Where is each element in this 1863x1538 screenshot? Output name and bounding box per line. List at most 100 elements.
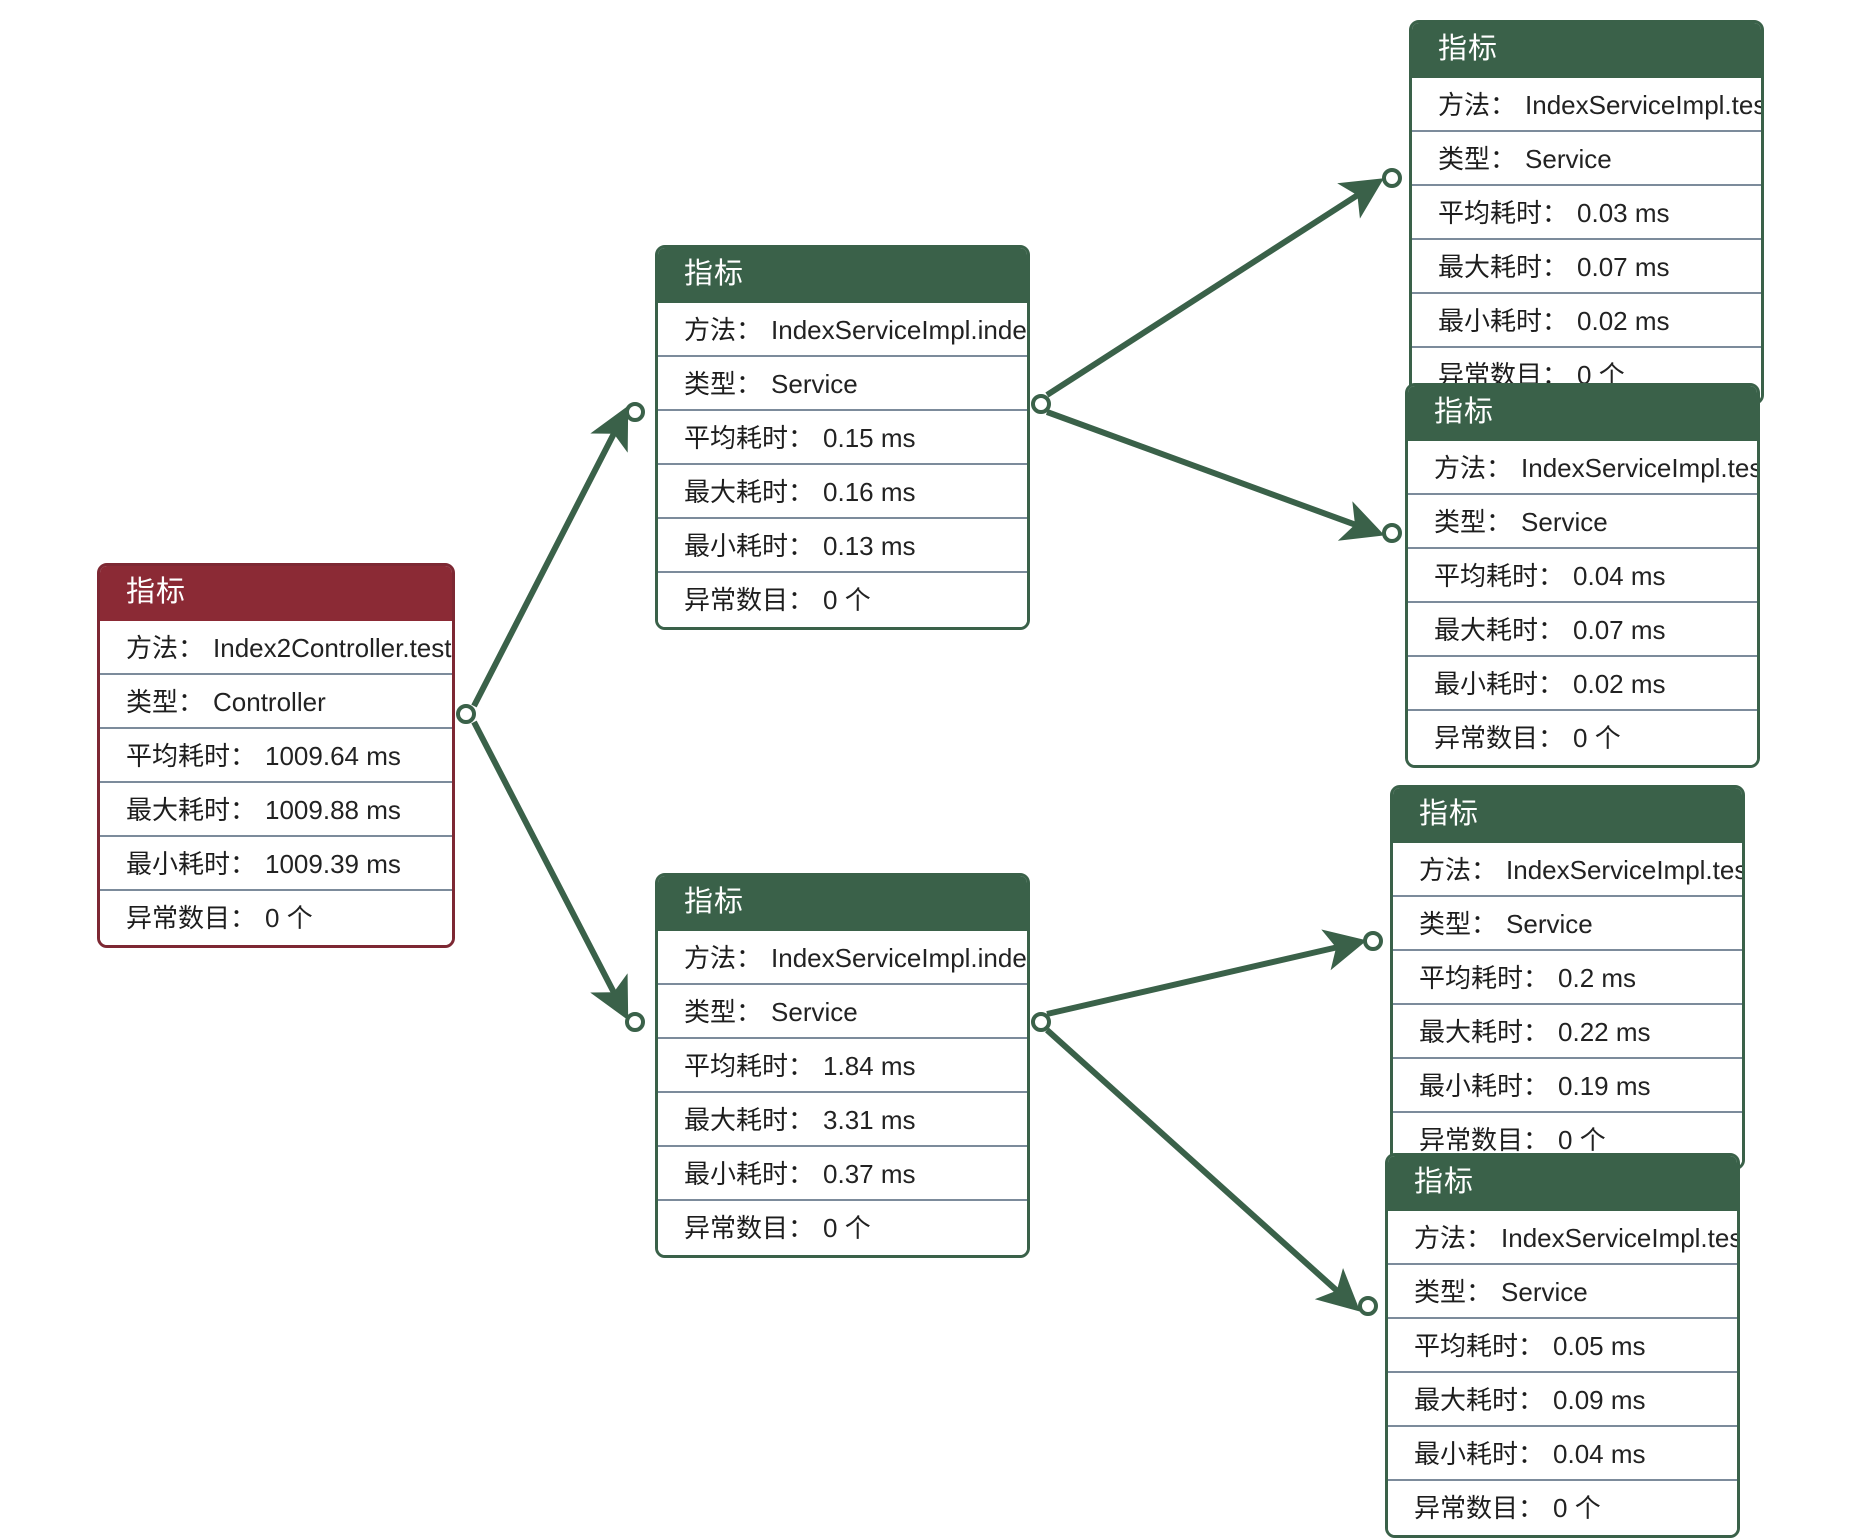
port-test2-in[interactable]: [1363, 931, 1383, 951]
node-controller-row-max: 最大耗时： 1009.88 ms: [100, 781, 452, 835]
edge-index1-to-test2: [1046, 929, 1367, 1017]
value-method: IndexServiceImpl.test1: [1501, 1223, 1740, 1253]
value-exceptions: 0 个: [823, 585, 871, 615]
node-test2-row-type: 类型： Service: [1393, 895, 1742, 949]
node-controller-row-exceptions: 异常数目： 0 个: [100, 889, 452, 943]
node-test1-row-avg: 平均耗时： 0.05 ms: [1388, 1317, 1737, 1371]
value-method: IndexServiceImpl.test4: [1525, 90, 1764, 120]
value-method: Index2Controller.test1: [213, 633, 455, 663]
label-type: 类型：: [684, 369, 763, 399]
value-type: Service: [1525, 144, 1612, 174]
value-exceptions: 0 个: [1573, 723, 1621, 753]
label-min: 最小耗时：: [126, 849, 257, 879]
value-method: IndexServiceImpl.test3: [1521, 453, 1760, 483]
node-index2-row-method: 方法： IndexServiceImpl.index2: [658, 303, 1027, 355]
value-max: 0.09 ms: [1553, 1385, 1646, 1415]
value-min: 0.37 ms: [823, 1159, 916, 1189]
node-index2-title: 指标: [658, 248, 1027, 303]
port-test4-in[interactable]: [1382, 168, 1402, 188]
node-index1[interactable]: 指标 方法： IndexServiceImpl.index1 类型： Servi…: [655, 873, 1030, 1258]
label-method: 方法：: [1434, 453, 1513, 483]
node-test2-row-exceptions: 异常数目： 0 个: [1393, 1111, 1742, 1165]
node-index2-body: 方法： IndexServiceImpl.index2 类型： Service …: [658, 303, 1027, 627]
edge-index2-to-test4: [1045, 178, 1384, 398]
port-index2-out[interactable]: [1031, 394, 1051, 414]
label-type: 类型：: [1434, 507, 1513, 537]
value-avg: 0.04 ms: [1573, 561, 1666, 591]
value-method: IndexServiceImpl.test2: [1506, 855, 1745, 885]
value-max: 0.22 ms: [1558, 1017, 1651, 1047]
label-avg: 平均耗时：: [1434, 561, 1565, 591]
label-avg: 平均耗时：: [1419, 963, 1550, 993]
node-controller-row-type: 类型： Controller: [100, 673, 452, 727]
node-test4-row-min: 最小耗时： 0.02 ms: [1412, 292, 1761, 346]
node-test2-row-avg: 平均耗时： 0.2 ms: [1393, 949, 1742, 1003]
node-test1-row-exceptions: 异常数目： 0 个: [1388, 1479, 1737, 1533]
value-max: 0.07 ms: [1573, 615, 1666, 645]
label-avg: 平均耗时：: [684, 1051, 815, 1081]
node-test4-body: 方法： IndexServiceImpl.test4 类型： Service 平…: [1412, 78, 1761, 402]
label-max: 最大耗时：: [1434, 615, 1565, 645]
label-exceptions: 异常数目：: [1414, 1493, 1545, 1523]
label-type: 类型：: [1419, 909, 1498, 939]
value-exceptions: 0 个: [1558, 1125, 1606, 1155]
node-controller-row-avg: 平均耗时： 1009.64 ms: [100, 727, 452, 781]
node-test1-row-min: 最小耗时： 0.04 ms: [1388, 1425, 1737, 1479]
label-min: 最小耗时：: [1434, 669, 1565, 699]
node-test2[interactable]: 指标 方法： IndexServiceImpl.test2 类型： Servic…: [1390, 785, 1745, 1170]
node-controller[interactable]: 指标 方法： Index2Controller.test1 类型： Contro…: [97, 563, 455, 948]
label-avg: 平均耗时：: [1438, 198, 1569, 228]
node-test1-row-method: 方法： IndexServiceImpl.test1: [1388, 1211, 1737, 1263]
node-test3[interactable]: 指标 方法： IndexServiceImpl.test3 类型： Servic…: [1405, 383, 1760, 768]
node-index1-row-exceptions: 异常数目： 0 个: [658, 1199, 1027, 1253]
port-index1-out[interactable]: [1031, 1012, 1051, 1032]
value-min: 1009.39 ms: [265, 849, 401, 879]
value-method: IndexServiceImpl.index1: [771, 943, 1030, 973]
port-test3-in[interactable]: [1382, 523, 1402, 543]
node-test1-row-max: 最大耗时： 0.09 ms: [1388, 1371, 1737, 1425]
label-min: 最小耗时：: [684, 531, 815, 561]
port-controller-out[interactable]: [456, 704, 476, 724]
node-test4-row-max: 最大耗时： 0.07 ms: [1412, 238, 1761, 292]
value-type: Service: [771, 369, 858, 399]
node-test2-row-method: 方法： IndexServiceImpl.test2: [1393, 843, 1742, 895]
node-controller-title: 指标: [100, 566, 452, 621]
node-index2-row-min: 最小耗时： 0.13 ms: [658, 517, 1027, 571]
value-exceptions: 0 个: [1553, 1493, 1601, 1523]
node-test4-row-method: 方法： IndexServiceImpl.test4: [1412, 78, 1761, 130]
node-index1-body: 方法： IndexServiceImpl.index1 类型： Service …: [658, 931, 1027, 1255]
node-test2-row-max: 最大耗时： 0.22 ms: [1393, 1003, 1742, 1057]
value-type: Service: [1521, 507, 1608, 537]
port-test1-in[interactable]: [1358, 1296, 1378, 1316]
node-index1-row-max: 最大耗时： 3.31 ms: [658, 1091, 1027, 1145]
value-method: IndexServiceImpl.index2: [771, 315, 1030, 345]
node-test3-row-type: 类型： Service: [1408, 493, 1757, 547]
value-avg: 0.2 ms: [1558, 963, 1637, 993]
label-avg: 平均耗时：: [1414, 1331, 1545, 1361]
label-avg: 平均耗时：: [126, 741, 257, 771]
node-test4[interactable]: 指标 方法： IndexServiceImpl.test4 类型： Servic…: [1409, 20, 1764, 405]
label-min: 最小耗时：: [1419, 1071, 1550, 1101]
value-exceptions: 0 个: [265, 903, 313, 933]
node-test1-body: 方法： IndexServiceImpl.test1 类型： Service 平…: [1388, 1211, 1737, 1535]
label-min: 最小耗时：: [1438, 306, 1569, 336]
value-avg: 0.05 ms: [1553, 1331, 1646, 1361]
node-test3-row-avg: 平均耗时： 0.04 ms: [1408, 547, 1757, 601]
label-max: 最大耗时：: [684, 477, 815, 507]
value-avg: 1.84 ms: [823, 1051, 916, 1081]
label-max: 最大耗时：: [684, 1105, 815, 1135]
label-min: 最小耗时：: [684, 1159, 815, 1189]
node-controller-row-method: 方法： Index2Controller.test1: [100, 621, 452, 673]
node-controller-row-min: 最小耗时： 1009.39 ms: [100, 835, 452, 889]
node-index1-row-avg: 平均耗时： 1.84 ms: [658, 1037, 1027, 1091]
node-index1-row-min: 最小耗时： 0.37 ms: [658, 1145, 1027, 1199]
port-index2-in[interactable]: [625, 402, 645, 422]
label-exceptions: 异常数目：: [126, 903, 257, 933]
node-test1[interactable]: 指标 方法： IndexServiceImpl.test1 类型： Servic…: [1385, 1153, 1740, 1538]
value-exceptions: 0 个: [823, 1213, 871, 1243]
node-index2-row-max: 最大耗时： 0.16 ms: [658, 463, 1027, 517]
node-index2[interactable]: 指标 方法： IndexServiceImpl.index2 类型： Servi…: [655, 245, 1030, 630]
value-type: Service: [771, 997, 858, 1027]
value-min: 0.13 ms: [823, 531, 916, 561]
port-index1-in[interactable]: [625, 1012, 645, 1032]
